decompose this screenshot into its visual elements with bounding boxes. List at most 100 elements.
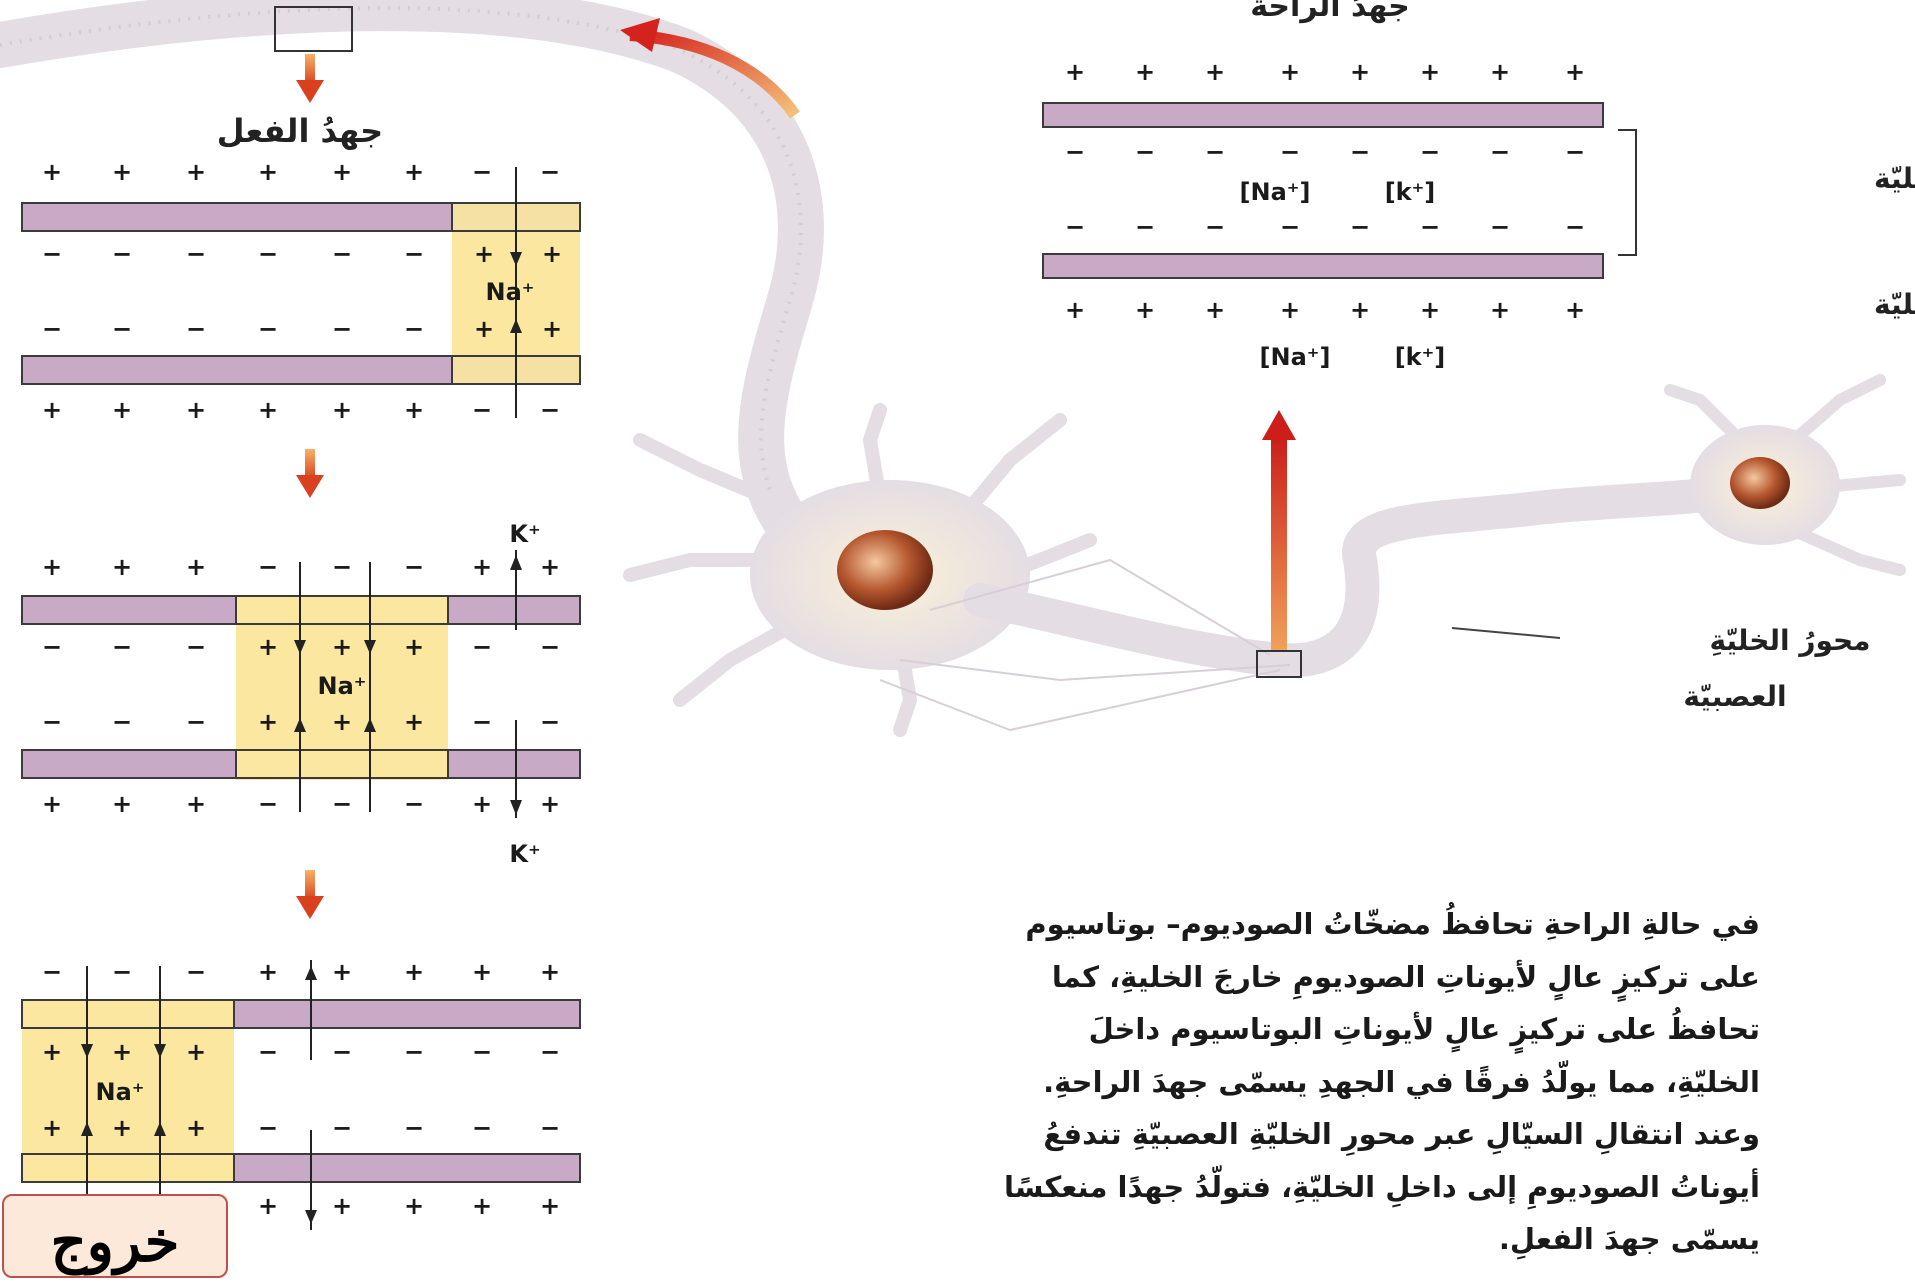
- resting-outside-k: [k⁺]: [1395, 343, 1446, 371]
- minus-charge: −: [1490, 138, 1510, 166]
- plus-charge: +: [472, 553, 492, 581]
- plus-charge: +: [112, 790, 132, 818]
- plus-charge: +: [258, 633, 278, 661]
- plus-charge: +: [540, 958, 560, 986]
- minus-charge: −: [540, 158, 560, 186]
- explanation-paragraph: في حالةِ الراحةِ تحافظُ مضخّاتُ الصوديوم…: [780, 898, 1760, 1266]
- paragraph-line: الخليّةِ، مما يولّدُ فرقًا في الجهدِ يسم…: [780, 1056, 1760, 1109]
- action-potential-panels: جهدُ الفعل + + + + + + − − − − − − − − + + − − − − − − + + + + + + +…: [22, 54, 580, 1230]
- plus-charge: +: [186, 1038, 206, 1066]
- plus-charge: +: [332, 633, 352, 661]
- plus-charge: +: [186, 790, 206, 818]
- minus-charge: −: [1280, 138, 1300, 166]
- paragraph-line: أيوناتُ الصوديومِ إلى داخلِ الخليّةِ، فت…: [780, 1161, 1760, 1214]
- minus-charge: −: [472, 708, 492, 736]
- plus-charge: +: [1205, 58, 1225, 86]
- minus-charge: −: [1280, 213, 1300, 241]
- plus-charge: +: [42, 1114, 62, 1142]
- plus-charge: +: [540, 553, 560, 581]
- plus-charge: +: [112, 396, 132, 424]
- plus-charge: +: [404, 633, 424, 661]
- plus-charge: +: [332, 1192, 352, 1220]
- plus-charge: +: [332, 708, 352, 736]
- resting-outside-na: [Na⁺]: [1260, 343, 1331, 371]
- minus-charge: −: [258, 1114, 278, 1142]
- minus-charge: −: [404, 1114, 424, 1142]
- paragraph-line: تحافظُ على تركيزٍ عالٍ لأيوناتِ البوتاسي…: [780, 1003, 1760, 1056]
- plus-charge: +: [1565, 58, 1585, 86]
- minus-charge: −: [472, 396, 492, 424]
- minus-charge: −: [42, 633, 62, 661]
- exit-button[interactable]: خروج: [2, 1194, 228, 1278]
- action-potential-title: جهدُ الفعل: [217, 112, 383, 150]
- action-panel-2: +++−−−++−−−+++−−−−−+++−−+++−−−++ Na⁺ K⁺ …: [22, 520, 580, 868]
- inside-cell-label: داخلُ الخليّة: [1874, 162, 1915, 195]
- minus-charge: −: [404, 1038, 424, 1066]
- plus-charge: +: [42, 1038, 62, 1066]
- plus-charge: +: [472, 790, 492, 818]
- plus-charge: +: [1490, 296, 1510, 324]
- minus-charge: −: [332, 1038, 352, 1066]
- resting-membrane-bottom: [1043, 254, 1603, 278]
- minus-charge: −: [42, 708, 62, 736]
- plus-charge: +: [1205, 296, 1225, 324]
- plus-charge: +: [112, 158, 132, 186]
- panel3-na-label: Na⁺: [96, 1078, 145, 1106]
- action-panel-3: −−−++++++++−−−−−+++−−−−−+++++ Na⁺: [22, 958, 580, 1230]
- plus-charge: +: [1065, 296, 1085, 324]
- minus-charge: −: [186, 708, 206, 736]
- paragraph-line: وعند انتقالِ السيّالِ عبر محورِ الخليّةِ…: [780, 1108, 1760, 1161]
- plus-charge: +: [542, 240, 562, 268]
- minus-charge: −: [540, 708, 560, 736]
- minus-charge: −: [332, 553, 352, 581]
- panel2-k-bottom: K⁺: [509, 840, 540, 868]
- minus-charge: −: [258, 240, 278, 268]
- plus-charge: +: [1065, 58, 1085, 86]
- paragraph-line: على تركيزٍ عالٍ لأيوناتِ الصوديومِ خارجَ…: [780, 951, 1760, 1004]
- minus-charge: −: [404, 790, 424, 818]
- down-arrow: [296, 475, 324, 498]
- plus-charge: +: [404, 396, 424, 424]
- plus-charge: +: [186, 158, 206, 186]
- minus-charge: −: [1565, 213, 1585, 241]
- minus-charge: −: [472, 1038, 492, 1066]
- plus-charge: +: [332, 958, 352, 986]
- plus-charge: +: [1280, 296, 1300, 324]
- resting-inside-na: [Na⁺]: [1240, 178, 1311, 206]
- plus-charge: +: [112, 1038, 132, 1066]
- down-arrow: [296, 896, 324, 919]
- axon-label-line1: محورُ الخليّةِ: [1709, 624, 1870, 657]
- plus-charge: +: [404, 708, 424, 736]
- minus-charge: −: [404, 315, 424, 343]
- minus-charge: −: [112, 240, 132, 268]
- minus-charge: −: [1205, 138, 1225, 166]
- minus-charge: −: [1135, 138, 1155, 166]
- plus-charge: +: [472, 1192, 492, 1220]
- action-panel-1: ++++++−−−−−−−−++−−−−−−++++++++−− Na⁺: [22, 158, 580, 424]
- panel2-na-label: Na⁺: [318, 672, 367, 700]
- minus-charge: −: [1350, 213, 1370, 241]
- inside-bracket: [1618, 130, 1636, 255]
- minus-charge: −: [258, 790, 278, 818]
- outside-cell-label: خارجُ الخليّة: [1874, 288, 1915, 322]
- plus-charge: +: [332, 396, 352, 424]
- minus-charge: −: [1350, 138, 1370, 166]
- minus-charge: −: [332, 240, 352, 268]
- plus-charge: +: [474, 240, 494, 268]
- minus-charge: −: [1065, 213, 1085, 241]
- plus-charge: +: [1565, 296, 1585, 324]
- minus-charge: −: [540, 396, 560, 424]
- minus-charge: −: [540, 1038, 560, 1066]
- plus-charge: +: [1350, 296, 1370, 324]
- plus-charge: +: [258, 396, 278, 424]
- minus-charge: −: [472, 1114, 492, 1142]
- minus-charge: −: [258, 553, 278, 581]
- plus-charge: +: [112, 553, 132, 581]
- minus-charge: −: [540, 633, 560, 661]
- minus-charge: −: [332, 790, 352, 818]
- minus-charge: −: [472, 158, 492, 186]
- resting-potential-panel: جهدُ الراحة ++++++++ −−−−−−−− [Na⁺] [k⁺]…: [1043, 0, 1915, 713]
- plus-charge: +: [540, 1192, 560, 1220]
- plus-charge: +: [186, 1114, 206, 1142]
